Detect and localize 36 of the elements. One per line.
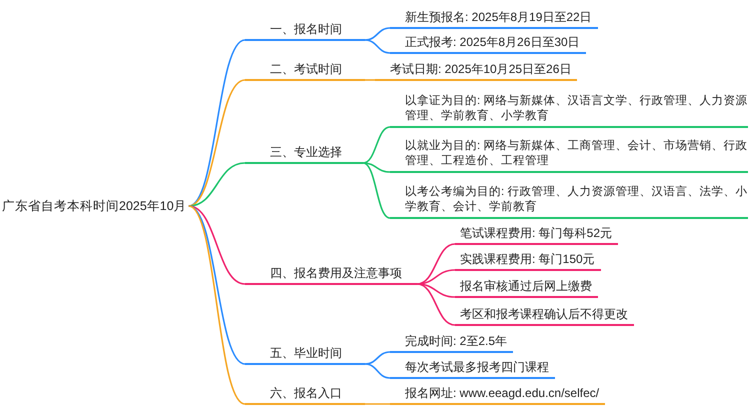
leaf-topic: 完成时间: 2至2.5年 bbox=[390, 333, 514, 353]
connector-line bbox=[362, 126, 390, 164]
connector-line bbox=[188, 79, 246, 207]
connector-line bbox=[362, 162, 390, 219]
connector-line bbox=[416, 269, 456, 285]
leaf-topic: 考试日期: 2025年10月25日至26日 bbox=[375, 61, 578, 81]
central-topic: 广东省自考本科时间2025年10月 bbox=[2, 198, 187, 215]
leaf-topic: 考区和报考课程确认后不得更改 bbox=[455, 306, 634, 326]
leaf-topic: 新生预报名: 2025年8月19日至22日 bbox=[390, 9, 598, 29]
branch-topic: 五、毕业时间 bbox=[245, 345, 365, 365]
connector-line bbox=[364, 351, 390, 365]
leaf-topic: 每次考试最多报考四门课程 bbox=[390, 359, 555, 379]
branch-topic: 六、报名入口 bbox=[245, 385, 365, 405]
branch-topic: 二、考试时间 bbox=[245, 61, 365, 81]
connector-line bbox=[416, 283, 456, 326]
leaf-topic: 正式报考: 2025年8月26日至30日 bbox=[390, 34, 586, 54]
branch-topic: 三、专业选择 bbox=[245, 144, 363, 164]
leaf-topic: 报名网址: www.eeagd.edu.cn/selfec/ bbox=[390, 385, 606, 405]
connector-line bbox=[365, 403, 390, 405]
connector-line bbox=[364, 363, 390, 379]
connector-line bbox=[188, 205, 246, 405]
connector-line bbox=[362, 162, 390, 173]
connector-line bbox=[364, 27, 390, 41]
connector-line bbox=[365, 79, 375, 81]
leaf-topic: 报名审核通过后网上缴费 bbox=[455, 278, 598, 298]
leaf-topic: 以考公考编为目的: 行政管理、人力资源管理、汉语言、法学、小学教育、会计、学前教育 bbox=[390, 185, 748, 219]
leaf-topic: 笔试课程费用: 每门每科52元 bbox=[455, 225, 618, 245]
branch-topic: 一、报名时间 bbox=[245, 21, 365, 41]
branch-topic: 四、报名费用及注意事项 bbox=[245, 265, 417, 285]
leaf-topic: 以拿证为目的: 网络与新媒体、汉语言文学、行政管理、人力资源管理、学前教育、小学教育 bbox=[390, 94, 748, 128]
connector-line bbox=[188, 162, 246, 207]
connector-line bbox=[188, 205, 246, 285]
connector-line bbox=[364, 39, 390, 54]
leaf-topic: 实践课程费用: 每门150元 bbox=[455, 251, 601, 271]
leaf-topic: 以就业为目的: 网络与新媒体、工商管理、会计、市场营销、行政管理、工程造价、工程管理 bbox=[390, 139, 748, 173]
connector-line bbox=[416, 283, 456, 298]
